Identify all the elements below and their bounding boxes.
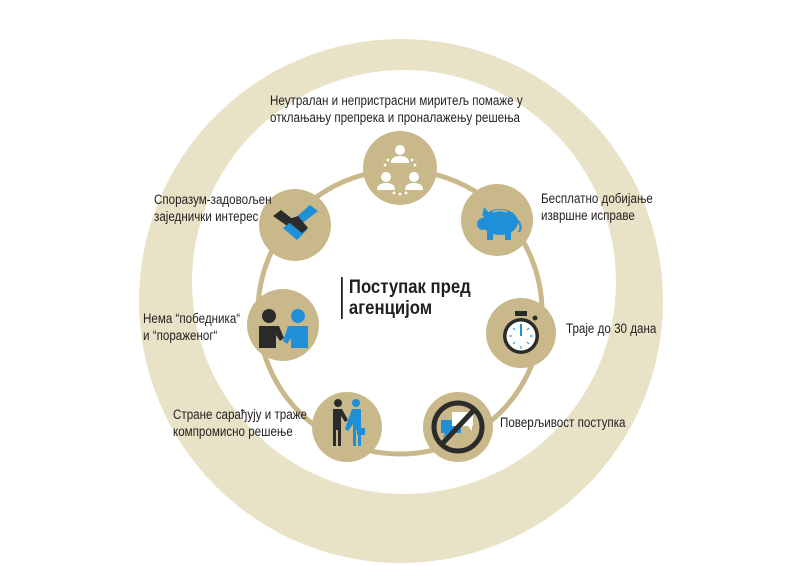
- two-people-icon: [259, 309, 308, 348]
- no-chat-icon: [431, 400, 485, 454]
- node-confidential: [423, 392, 493, 462]
- label-cooperation: Стране сарађују и траже компромисно реше…: [173, 407, 307, 439]
- inner-white-area: [192, 70, 616, 494]
- node-duration: [486, 298, 556, 368]
- node-mediator: [363, 131, 437, 205]
- people-circle-icon: [377, 145, 423, 196]
- center-title-line1: Поступак пред: [348, 277, 471, 298]
- handshake-icon: [273, 205, 318, 240]
- node-free: [461, 184, 533, 256]
- label-duration: Траје до 30 дана: [566, 321, 657, 336]
- label-agreement: Споразум-задовољен заједнички интерес: [154, 192, 272, 224]
- label-confidential: Поверљивост поступка: [500, 415, 626, 430]
- stopwatch-icon: [503, 311, 539, 354]
- business-handshake-icon: [333, 399, 365, 446]
- center-title-line2: агенцијом: [348, 298, 433, 319]
- label-no-winner: Нема “победника“ и “пораженог“: [143, 311, 241, 343]
- node-cooperation: [312, 392, 382, 462]
- label-mediator: Неутралан и непристрасни миритељ помаже …: [270, 93, 523, 125]
- node-no-winner: [247, 289, 319, 361]
- piggy-bank-icon: [477, 207, 522, 240]
- label-free: Бесплатно добијање извршне исправе: [541, 191, 653, 223]
- node-agreement: [259, 189, 331, 261]
- center-title: Поступак пред агенцијом: [341, 277, 471, 319]
